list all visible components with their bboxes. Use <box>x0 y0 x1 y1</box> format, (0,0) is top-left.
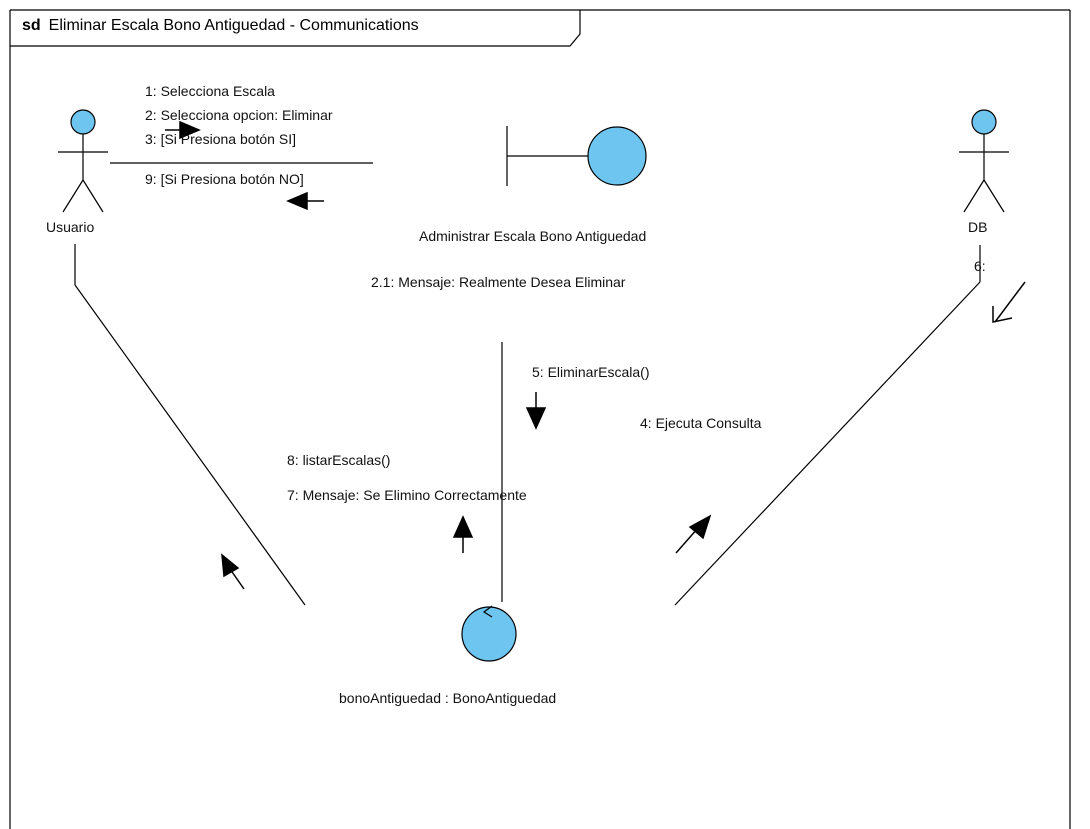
entity-icon[interactable] <box>461 605 517 662</box>
frame-keyword: sd <box>22 17 41 34</box>
diagram-frame <box>9 9 1071 829</box>
boundary-label: Administrar Escala Bono Antiguedad <box>419 228 647 244</box>
message-label-6: 6: <box>974 258 986 274</box>
frame-title-text: Eliminar Escala Bono Antiguedad - Commun… <box>48 17 419 34</box>
actor-label-db: DB <box>968 219 988 235</box>
message-label-9: 9: [Si Presiona botón NO] <box>145 171 304 187</box>
message-label-7: 7: Mensaje: Se Elimino Correctamente <box>287 487 527 503</box>
db-entity-link-diag <box>674 281 981 606</box>
diagram-frame-title: sd Eliminar Escala Bono Antiguedad - Comm… <box>22 17 419 35</box>
connector-lines <box>74 162 981 606</box>
user-entity-link-diag <box>74 284 306 606</box>
message-label-1: 1: Selecciona Escala <box>145 83 275 99</box>
usuario-actor-icon[interactable] <box>58 109 108 213</box>
message-label-5: 5: EliminarEscala() <box>532 364 650 380</box>
message-label-2-1: 2.1: Mensaje: Realmente Desea Eliminar <box>371 274 626 290</box>
message-label-4: 4: Ejecuta Consulta <box>640 415 762 431</box>
entity-label: bonoAntiguedad : BonoAntiguedad <box>339 690 557 706</box>
message-label-2: 2: Selecciona opcion: Eliminar <box>145 107 333 123</box>
db-actor-icon[interactable] <box>959 109 1009 213</box>
message-arrow-icon <box>165 120 1026 590</box>
boundary-icon[interactable] <box>506 126 647 186</box>
actor-label-usuario: Usuario <box>46 219 95 235</box>
message-label-3: 3: [Si Presiona botón SI] <box>145 131 296 147</box>
message-label-8: 8: listarEscalas() <box>287 452 391 468</box>
